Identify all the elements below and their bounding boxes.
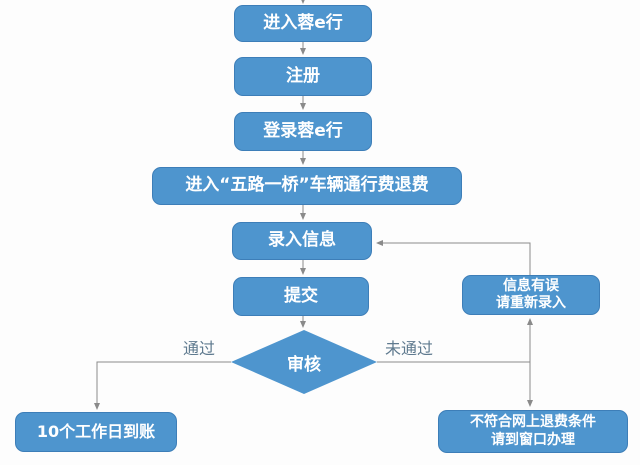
node-register: 注册 xyxy=(234,57,372,96)
node-window-label-line1: 不符合网上退费条件 xyxy=(470,414,596,430)
node-enter-app: 进入蓉e行 xyxy=(234,5,372,42)
node-submit-label: 提交 xyxy=(284,285,318,306)
edge-label-pass: 通过 xyxy=(183,339,216,358)
edge-label-fail: 未通过 xyxy=(385,339,434,358)
node-input-info-label: 录入信息 xyxy=(268,230,336,251)
node-enter-app-label: 进入蓉e行 xyxy=(263,12,343,33)
node-review-label: 审核 xyxy=(287,354,321,375)
node-info-error: 信息有误 请重新录入 xyxy=(462,275,600,315)
node-enter-refund: 进入“五路一桥”车辆通行费退费 xyxy=(152,167,462,205)
node-window: 不符合网上退费条件 请到窗口办理 xyxy=(438,410,628,453)
node-arrival-label: 10个工作日到账 xyxy=(36,422,156,441)
node-input-info: 录入信息 xyxy=(232,222,372,260)
node-info-error-label-line1: 信息有误 xyxy=(503,277,559,294)
node-info-error-label-line2: 请重新录入 xyxy=(496,295,566,311)
node-submit: 提交 xyxy=(233,277,369,316)
node-arrival: 10个工作日到账 xyxy=(15,412,177,452)
node-login-label: 登录蓉e行 xyxy=(263,120,343,141)
node-window-label-line2: 请到窗口办理 xyxy=(491,431,575,448)
node-login: 登录蓉e行 xyxy=(234,112,372,151)
node-enter-refund-label: 进入“五路一桥”车辆通行费退费 xyxy=(185,175,429,196)
node-register-label: 注册 xyxy=(286,65,320,86)
